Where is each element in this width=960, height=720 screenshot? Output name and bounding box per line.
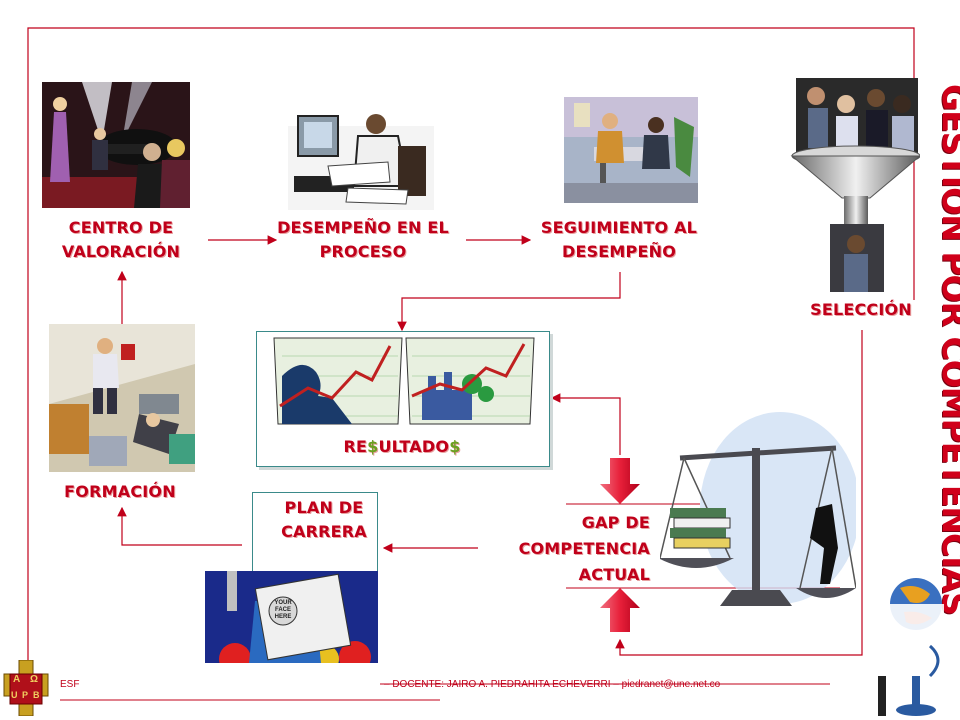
resultados-label: RE$ULTADO$	[343, 437, 461, 456]
desempeno-label: DESEMPEÑO EN EL PROCESO	[277, 218, 449, 261]
centro-valoracion-label: CENTRO DE VALORACIÓN	[61, 218, 181, 261]
your-face-badge: YOUR FACE HERE	[274, 600, 292, 620]
footer-left-text: ESF	[60, 679, 80, 690]
gap-label: GAP DE COMPETENCIA ACTUAL	[518, 513, 650, 584]
centro-valoracion-image	[42, 82, 190, 208]
seguimiento-image	[564, 97, 698, 203]
footer-right-text: – DOCENTE: JAIRO A. PIEDRAHITA ECHEVERRI…	[384, 679, 721, 690]
plan-carrera-image	[205, 571, 378, 663]
logo-letter-u: U	[11, 690, 18, 700]
plan-carrera-label: PLAN DE CARRERA	[281, 498, 367, 541]
desempeno-image	[288, 106, 434, 210]
logo-letter-p: P	[22, 690, 29, 700]
resultados-chart-image	[272, 336, 536, 426]
formacion-label: FORMACIÓN	[64, 482, 176, 501]
scale-image	[660, 408, 856, 622]
seleccion-funnel-image	[790, 78, 920, 296]
seleccion-label: SELECCIÓN	[810, 300, 912, 319]
globe-icon	[870, 576, 946, 720]
logo-letter-b: B	[33, 690, 40, 700]
gestion-competencias-title: GESTIÓN POR COMPETENCIAS	[935, 84, 960, 615]
seguimiento-label: SEGUIMIENTO AL DESEMPEÑO	[540, 218, 698, 261]
logo-letter-omega: Ω	[30, 674, 39, 685]
formacion-image	[49, 324, 195, 472]
logo-letter-alpha: Α	[13, 674, 21, 685]
upb-logo: Α Ω U P B	[2, 660, 50, 716]
